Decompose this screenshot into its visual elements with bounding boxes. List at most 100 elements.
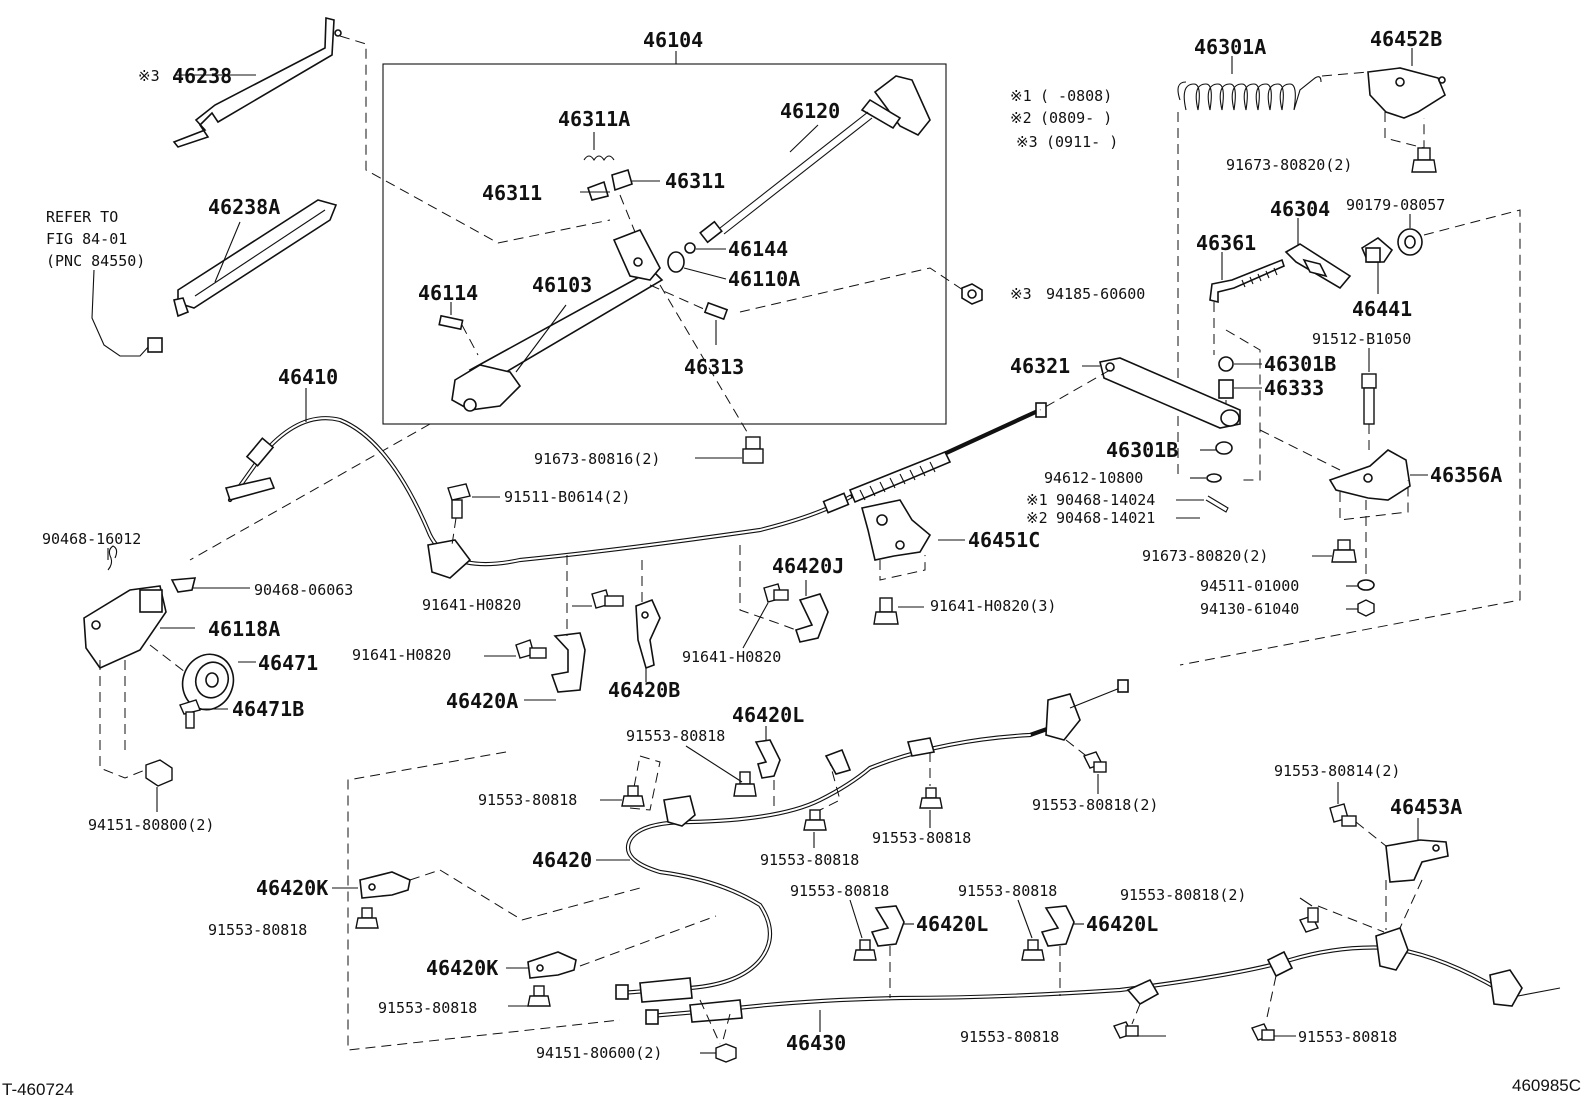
bolt-91673-80820-bottom xyxy=(1331,539,1357,563)
label-46311-left: 46311 xyxy=(482,181,542,205)
legend-mark-2: ※2 xyxy=(1010,109,1032,127)
mark-3-94185: ※3 xyxy=(1010,285,1032,303)
label-46110A: 46110A xyxy=(728,267,800,291)
bushing-46441 xyxy=(1360,237,1394,263)
nut-94151-80600 xyxy=(715,1043,737,1063)
label-46420L-b: 46420L xyxy=(916,912,988,936)
label-91511-B0614: 91511-B0614(2) xyxy=(504,488,630,506)
label-91553-80818-b: 91553-80818 xyxy=(478,791,577,809)
bolt-91641-H0820-a xyxy=(591,589,624,609)
pin-46114 xyxy=(438,314,464,331)
bolt-91512-B1050 xyxy=(1361,373,1377,425)
nut-94185-60600 xyxy=(961,283,983,305)
part-46304 xyxy=(1284,243,1352,290)
label-46104: 46104 xyxy=(643,28,703,52)
label-46441: 46441 xyxy=(1352,297,1412,321)
legend-mark-1: ※1 xyxy=(1010,87,1032,105)
label-46471: 46471 xyxy=(258,651,318,675)
pin-46313 xyxy=(703,301,729,321)
label-94151-80800: 94151-80800(2) xyxy=(88,816,214,834)
cable-46410 xyxy=(224,402,1047,579)
pawl-46311 xyxy=(586,168,633,201)
mark-2-90468: ※2 xyxy=(1026,509,1048,527)
nut-90179-08057 xyxy=(1397,228,1423,256)
bolt-91553-80818-e xyxy=(355,907,379,929)
label-94511-01000: 94511-01000 xyxy=(1200,577,1299,595)
lever-46103 xyxy=(451,228,664,412)
bolt-91553-80818-d xyxy=(919,787,943,809)
label-46311A: 46311A xyxy=(558,107,630,131)
bushing-46110A xyxy=(667,251,685,273)
label-46361: 46361 xyxy=(1196,231,1256,255)
bolt-91511-B0614 xyxy=(447,483,471,519)
cotter-pin-90468 xyxy=(1205,495,1229,513)
label-46304: 46304 xyxy=(1270,197,1330,221)
label-91641-H0820-c: 91641-H0820 xyxy=(682,648,781,666)
rod-46238 xyxy=(172,16,342,148)
label-91673-80816: 91673-80816(2) xyxy=(534,450,660,468)
label-46420K-a: 46420K xyxy=(256,876,328,900)
label-46410: 46410 xyxy=(278,365,338,389)
connector-wire xyxy=(91,269,151,357)
label-90179-08057: 90179-08057 xyxy=(1346,196,1445,214)
label-46144: 46144 xyxy=(728,237,788,261)
label-91553-80818-e: 91553-80818 xyxy=(208,921,307,939)
label-46301A: 46301A xyxy=(1194,35,1266,59)
washer-94612-10800 xyxy=(1206,473,1222,483)
mark-1-90468: ※1 xyxy=(1026,491,1048,509)
bolt-91553-80818-b xyxy=(621,785,645,807)
clamp-46420J xyxy=(794,593,829,643)
label-46313: 46313 xyxy=(684,355,744,379)
label-46301B-bottom: 46301B xyxy=(1106,438,1178,462)
label-94130-61040: 94130-61040 xyxy=(1200,600,1299,618)
label-91673-80820-bottom: 91673-80820(2) xyxy=(1142,547,1268,565)
label-46120: 46120 xyxy=(780,99,840,123)
label-91512-B1050: 91512-B1050 xyxy=(1312,330,1411,348)
label-46420: 46420 xyxy=(532,848,592,872)
bracket-46451C xyxy=(861,499,932,561)
label-46301B-top: 46301B xyxy=(1264,352,1336,376)
clamp-46420L-b xyxy=(870,905,905,947)
handle-46120 xyxy=(699,75,931,244)
legend-mark-3: ※3 xyxy=(1016,133,1038,151)
label-46118A: 46118A xyxy=(208,617,280,641)
bracket-46453A xyxy=(1385,839,1449,883)
label-90468-14024: 90468-14024 xyxy=(1056,491,1155,509)
bolt-91641-H0820-b xyxy=(515,639,547,659)
label-91553-80818-c: 91553-80818 xyxy=(760,851,859,869)
bracket-46452B xyxy=(1367,67,1446,119)
assembly-46104-frame xyxy=(382,63,947,425)
clamp-46420K-a xyxy=(359,871,411,899)
label-46420L-a: 46420L xyxy=(732,703,804,727)
label-91553-80818-2a: 91553-80818(2) xyxy=(1032,796,1158,814)
cable-46420 xyxy=(615,679,1129,1003)
label-46356A: 46356A xyxy=(1430,463,1502,487)
spring-46311A xyxy=(583,155,615,162)
label-46311-right: 46311 xyxy=(665,169,725,193)
bolt-91673-80816 xyxy=(742,436,764,464)
cable-46430 xyxy=(645,945,1561,1025)
nut-94151-80800 xyxy=(145,759,173,787)
rod-46361 xyxy=(1209,258,1285,304)
bracket-46356A xyxy=(1328,449,1411,501)
pulley-46471 xyxy=(181,653,235,711)
footer-left-code: T-460724 xyxy=(2,1080,74,1099)
spacer-46333 xyxy=(1218,379,1234,399)
label-46420J: 46420J xyxy=(772,554,844,578)
clamp-46420L-a xyxy=(754,739,781,779)
label-46452B: 46452B xyxy=(1370,27,1442,51)
label-91553-80818-j: 91553-80818 xyxy=(1298,1028,1397,1046)
bolt-91553-80818-j xyxy=(1251,1023,1275,1041)
label-91553-80818-i: 91553-80818 xyxy=(960,1028,1059,1046)
label-91553-80818-g: 91553-80818 xyxy=(790,882,889,900)
bolt-91641-H0820-c xyxy=(763,583,789,603)
bolt-91641-H0820-3 xyxy=(873,597,899,625)
label-91673-80820-top: 91673-80820(2) xyxy=(1226,156,1352,174)
label-46238A: 46238A xyxy=(208,195,280,219)
label-91641-H0820-a: 91641-H0820 xyxy=(422,596,521,614)
label-90468-14021: 90468-14021 xyxy=(1056,509,1155,527)
bracket-46118A xyxy=(83,577,197,670)
washer-94511-01000 xyxy=(1357,579,1375,591)
label-91553-80818-2b: 91553-80818(2) xyxy=(1120,886,1246,904)
label-46420B: 46420B xyxy=(608,678,680,702)
